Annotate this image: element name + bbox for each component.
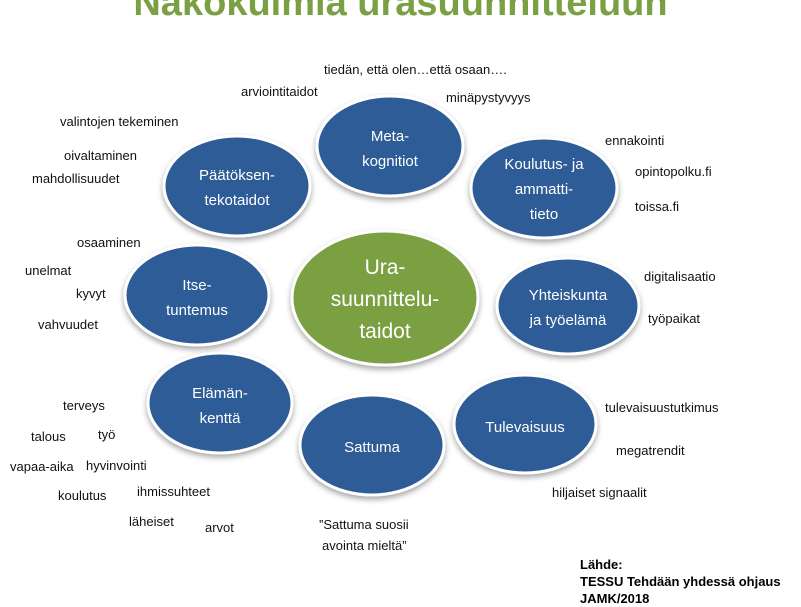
node-sattuma: Sattuma bbox=[298, 393, 446, 497]
label-tiedan: tiedän, että olen…että osaan…. bbox=[324, 62, 507, 77]
label-ennakointi: ennakointi bbox=[605, 133, 665, 148]
node-elaman-line-2: kenttä bbox=[200, 410, 242, 427]
label-osaaminen: osaaminen bbox=[77, 235, 141, 250]
quote-line-1: ”Sattuma suosii bbox=[319, 517, 409, 532]
label-laheiset: läheiset bbox=[129, 514, 174, 529]
center-line-2: suunnittelu- bbox=[331, 288, 440, 311]
node-yhteiskunta-ja-tyoelama: Yhteiskunta ja työelämä bbox=[495, 256, 641, 356]
label-tyo: työ bbox=[98, 427, 116, 442]
label-ihmissuhteet: ihmissuhteet bbox=[137, 484, 210, 499]
label-toissa: toissa.fi bbox=[635, 199, 680, 214]
node-meta-line-1: Meta- bbox=[371, 128, 409, 145]
node-tulevaisuus-line-1: Tulevaisuus bbox=[485, 419, 564, 436]
label-tulevaisuustutkimus: tulevaisuustutkimus bbox=[605, 400, 719, 415]
node-paatoksentekotaidot: Päätöksen- tekotaidot bbox=[162, 134, 312, 238]
label-hiljaiset-signaalit: hiljaiset signaalit bbox=[552, 485, 647, 500]
label-arviointitaidot: arviointitaidot bbox=[241, 84, 318, 99]
label-minapystyvyys: minäpystyvyys bbox=[446, 90, 531, 105]
node-meta-line-2: kognitiot bbox=[362, 153, 419, 170]
node-metakognitiot: Meta- kognitiot bbox=[315, 94, 465, 198]
center-line-1: Ura- bbox=[365, 256, 406, 279]
label-vahvuudet: vahvuudet bbox=[38, 317, 98, 332]
source-citation: Lähde: TESSU Tehdään yhdessä ohjaus JAMK… bbox=[580, 556, 781, 607]
node-koulutus-ja-ammattitieto: Koulutus- ja ammatti- tieto bbox=[469, 136, 619, 240]
node-paatos-line-1: Päätöksen- bbox=[199, 167, 275, 184]
label-kyvyt: kyvyt bbox=[76, 286, 106, 301]
source-line-3: JAMK/2018 bbox=[580, 591, 650, 606]
node-elaman-line-1: Elämän- bbox=[192, 385, 248, 402]
label-oivaltaminen: oivaltaminen bbox=[64, 148, 137, 163]
source-line-2: TESSU Tehdään yhdessä ohjaus bbox=[580, 574, 781, 589]
node-paatos-line-2: tekotaidot bbox=[204, 192, 270, 209]
node-sattuma-line-1: Sattuma bbox=[344, 439, 401, 456]
node-yhteiskunta-line-2: ja työelämä bbox=[529, 312, 607, 329]
label-megatrendit: megatrendit bbox=[616, 443, 685, 458]
label-talous: talous bbox=[31, 429, 66, 444]
center-line-3: taidot bbox=[359, 320, 411, 343]
label-koulutus: koulutus bbox=[58, 488, 107, 503]
label-unelmat: unelmat bbox=[25, 263, 72, 278]
node-itse-line-2: tuntemus bbox=[166, 302, 228, 319]
label-opintopolku: opintopolku.fi bbox=[635, 164, 712, 179]
source-line-1: Lähde: bbox=[580, 557, 623, 572]
label-hyvinvointi: hyvinvointi bbox=[86, 458, 147, 473]
node-itse-line-1: Itse- bbox=[182, 277, 211, 294]
node-yhteiskunta-line-1: Yhteiskunta bbox=[529, 287, 608, 304]
page-title: Näkökulmia urasuunnitteluun bbox=[133, 0, 668, 24]
label-terveys: terveys bbox=[63, 398, 105, 413]
label-vapaa-aika: vapaa-aika bbox=[10, 459, 74, 474]
label-arvot: arvot bbox=[205, 520, 234, 535]
node-koulutus-line-3: tieto bbox=[530, 206, 558, 223]
center-node-urasuunnittelutaidot: Ura- suunnittelu- taidot bbox=[290, 229, 480, 367]
label-digitalisaatio: digitalisaatio bbox=[644, 269, 716, 284]
label-tyopaikat: työpaikat bbox=[648, 311, 701, 326]
node-elamankentta: Elämän- kenttä bbox=[146, 351, 294, 455]
quote-line-2: avointa mieltä” bbox=[322, 538, 407, 553]
label-mahdollisuudet: mahdollisuudet bbox=[32, 171, 120, 186]
node-koulutus-line-2: ammatti- bbox=[515, 181, 573, 198]
node-tulevaisuus: Tulevaisuus bbox=[452, 373, 598, 475]
label-valintojen-tekeminen: valintojen tekeminen bbox=[60, 114, 179, 129]
node-koulutus-line-1: Koulutus- ja bbox=[504, 156, 584, 173]
node-itsetuntemus: Itse- tuntemus bbox=[123, 243, 271, 347]
